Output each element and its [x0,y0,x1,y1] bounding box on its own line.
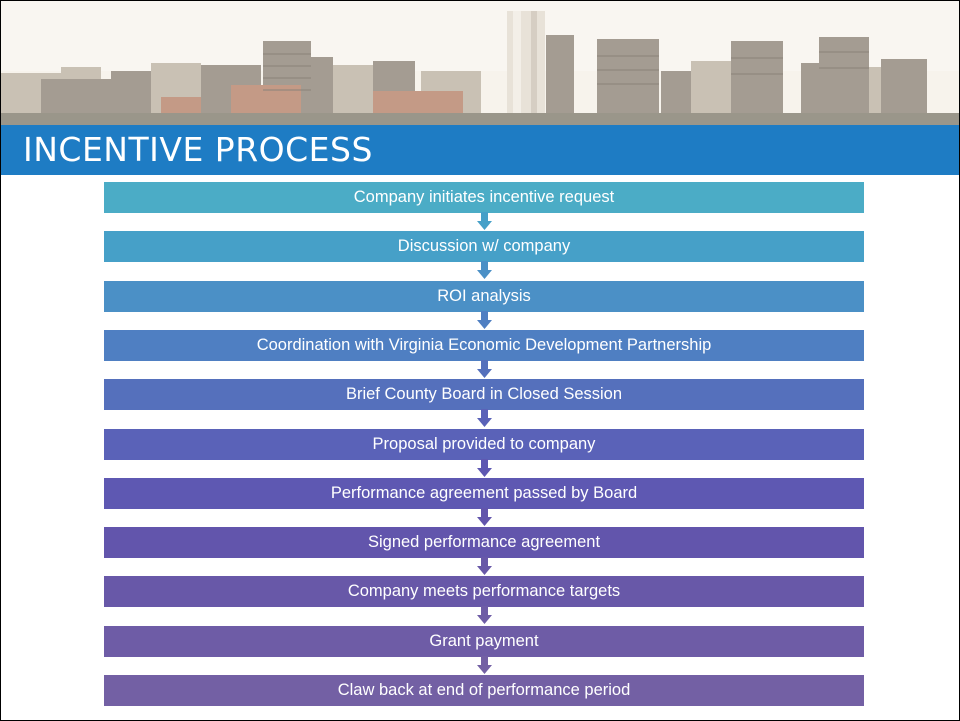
city-skyline-banner [1,1,959,125]
flow-arrow-icon [477,212,492,230]
flow-arrow-icon [477,409,492,428]
process-step: Company meets performance targets [104,576,864,608]
skyline-image [1,1,959,125]
flow-arrow-icon [477,606,492,625]
process-step: Proposal provided to company [104,428,864,460]
process-step: Performance agreement passed by Board [104,477,864,509]
process-step: Coordination with Virginia Economic Deve… [104,329,864,361]
process-step: Claw back at end of performance period [104,675,864,706]
flow-arrow-icon [477,310,492,329]
flow-arrow-icon [477,507,492,526]
process-step: Signed performance agreement [104,527,864,559]
flow-arrow-icon [477,655,492,674]
process-step: ROI analysis [104,280,864,312]
flow-arrow-icon [477,359,492,378]
flow-arrow-icon [477,261,492,280]
process-step: Discussion w/ company [104,231,864,263]
slide-title: INCENTIVE PROCESS [23,130,373,169]
flow-arrow-icon [477,557,492,576]
process-step: Grant payment [104,625,864,657]
process-step: Company initiates incentive request [104,182,864,213]
flow-arrow-icon [477,458,492,477]
title-bar: INCENTIVE PROCESS [1,125,959,175]
process-step: Brief County Board in Closed Session [104,379,864,411]
